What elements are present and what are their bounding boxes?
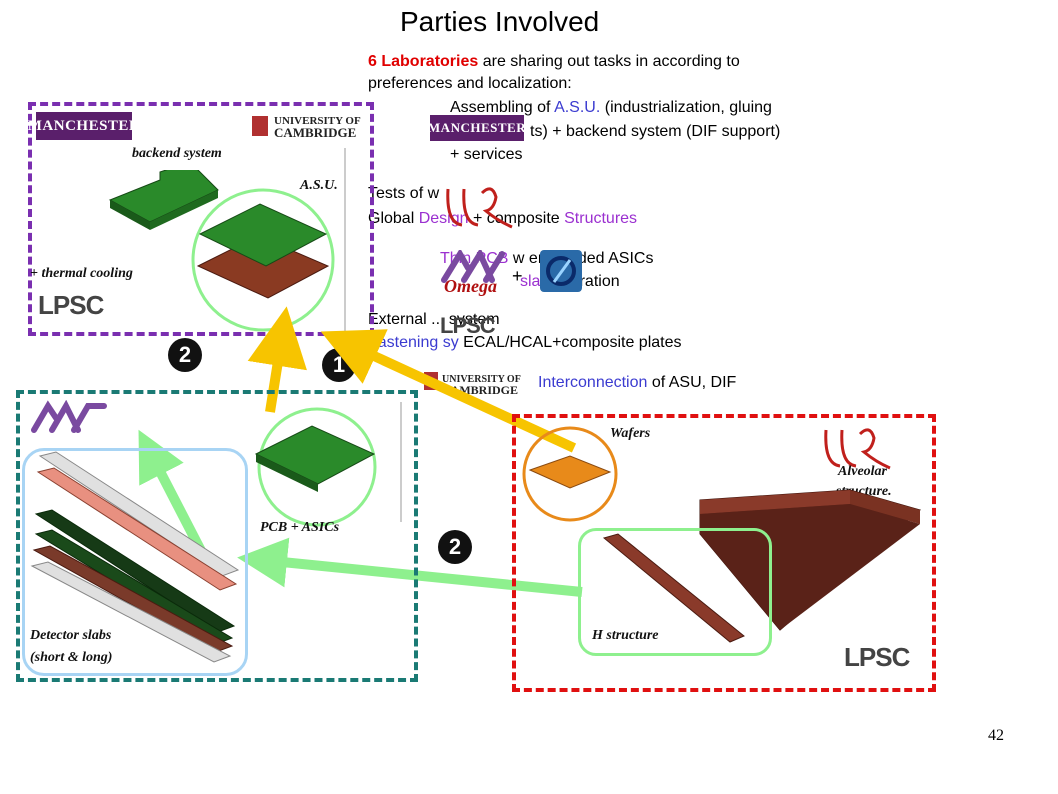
task-fastening-prefix: Fastening sy [368,334,459,351]
detector-slabs-label-2: (short & long) [30,650,113,665]
cambridge-line1: UNIVERSITY OF [274,115,361,127]
task-tests: Tests of w [368,185,440,202]
lpsc-backend-text: LPSC [38,290,104,320]
lal-logo [31,400,107,433]
h-structure-frame [578,528,772,656]
pcb-circle [257,407,377,527]
lpsc-logo-tasks-text: LPSC [440,313,496,338]
marker-two-top: 2 [168,338,202,372]
task-asu: Assembling of A.S.U. (industrialization,… [450,98,772,118]
task-external: External ... system [368,311,500,328]
task-slab-prefix: sla [520,273,541,290]
backend-system-label: backend system [132,146,222,161]
task-fastening: Fastening sy ECAL/HCAL+composite plates [368,333,682,353]
task-plus: + [512,266,523,286]
omega-logo: Omega [444,276,497,296]
task-fastening-suffix: ECAL/HCAL+composite plates [458,334,682,351]
manchester-logo-text: MANCHESTER [27,117,141,134]
h-structure-drawing [602,533,745,643]
lpsc-logo-tasks: LPSC [440,313,496,339]
lal-logo-tasks [441,250,505,283]
detector-slabs-drawing [30,451,240,663]
arrow-pcb-to-asu [247,306,307,413]
divider-vertical-2 [400,402,402,522]
wafers-label: Wafers [610,426,651,441]
marker-two-bottom: 2 [438,530,472,564]
cambridge-logo: UNIVERSITY OF CAMBRIDGE [274,115,361,140]
wafers-drawing [522,426,618,522]
asu-pcb-layer [198,203,328,267]
manchester-logo-tasks: MANCHESTER [427,115,527,141]
alveolar-label-1: Alveolar [838,464,887,479]
task-interconnection-term: Interconnection [538,374,648,391]
detector-slabs-label-1: Detector slabs [30,628,112,643]
pcb-asics-drawing [254,407,377,527]
alpha-icon [546,256,576,286]
lpsc-logo-backend: LPSC [38,290,104,321]
task-asu-line2: ts) + backend system (DIF support) [530,123,781,140]
llr-logo-tasks [446,187,513,229]
thermal-label: + thermal cooling [30,266,133,281]
task-interconnection: Interconnection of ASU, DIF [538,373,736,393]
manchester-logo-tasks-text: MANCHESTER [427,120,527,135]
pcb-asics-label: PCB + ASICs [260,520,340,535]
task-global-struct: Structures [564,210,638,227]
asu-label: A.S.U. [300,178,338,193]
cambridge-tasks-line1: UNIVERSITY OF [442,374,521,385]
intro-line1-rest: are sharing out tasks in according to [478,53,740,70]
page-number: 42 [988,727,1004,744]
task-global-prefix: Global [368,210,419,227]
task-global-mid: + composite [468,210,565,227]
h-structure-label: H structure [592,628,659,643]
task-asu-term: A.S.U. [554,99,601,116]
lpsc-logo-structure: LPSC [844,642,910,673]
partner-square-logo [540,250,582,292]
slide-title: Parties Involved [400,6,600,37]
intro-line1: 6 Laboratories are sharing out tasks in … [368,52,740,72]
backend-panel [28,102,374,336]
manchester-logo: MANCHESTER [28,112,140,140]
cambridge-line2: CAMBRIDGE [274,125,357,140]
llr-logo [824,428,891,470]
task-interconnection-suffix: of ASU, DIF [647,374,737,391]
intro-highlight: 6 Laboratories [368,53,479,70]
arrow-wafer-to-asu [320,329,577,453]
backend-board [108,170,219,230]
wafer-circle [522,426,618,522]
intro-line2: preferences and localization: [368,75,572,92]
arrow-h-to-slabs [237,537,583,597]
task-asu-suffix: (industrialization, gluing [600,99,772,116]
divider-vertical-1 [344,148,346,338]
task-asu-prefix: Assembling of [450,99,555,116]
lpsc-structure-text: LPSC [844,642,910,672]
task-asu-line3: + services [450,146,523,163]
marker-two-top-text: 2 [178,342,192,367]
marker-two-bottom-text: 2 [448,534,462,559]
structure-panel [512,414,936,692]
cambridge-shield-icon-panel [252,116,268,136]
detector-panel [16,390,418,682]
slabs-frame [22,448,248,676]
